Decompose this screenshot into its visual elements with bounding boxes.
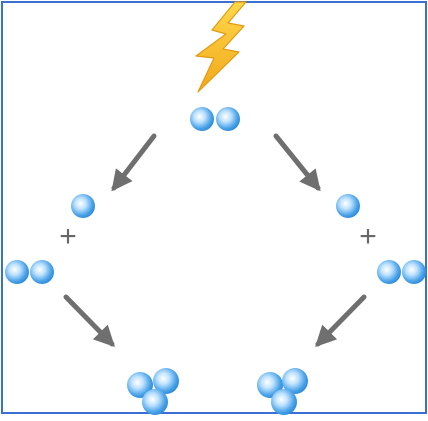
left-single-atom-icon — [71, 194, 95, 218]
right-diatomic-molecule-icon — [377, 260, 426, 284]
arrow-down-right-lower — [63, 294, 115, 348]
right-triatomic-molecule-icon — [257, 368, 308, 415]
left-plus-sign: + — [59, 220, 77, 253]
right-single-atom-icon — [336, 194, 360, 218]
left-triatomic-molecule-icon — [127, 368, 179, 415]
diagram-frame — [1, 1, 427, 414]
arrow-down-left-upper — [111, 133, 157, 192]
arrow-down-left-lower — [315, 294, 367, 348]
left-diatomic-molecule-icon — [5, 260, 54, 284]
arrow-down-right-upper — [273, 133, 321, 192]
right-plus-sign: + — [359, 220, 377, 253]
start-diatomic-molecule-icon — [190, 107, 240, 131]
lightning-bolt-icon — [195, 1, 247, 93]
